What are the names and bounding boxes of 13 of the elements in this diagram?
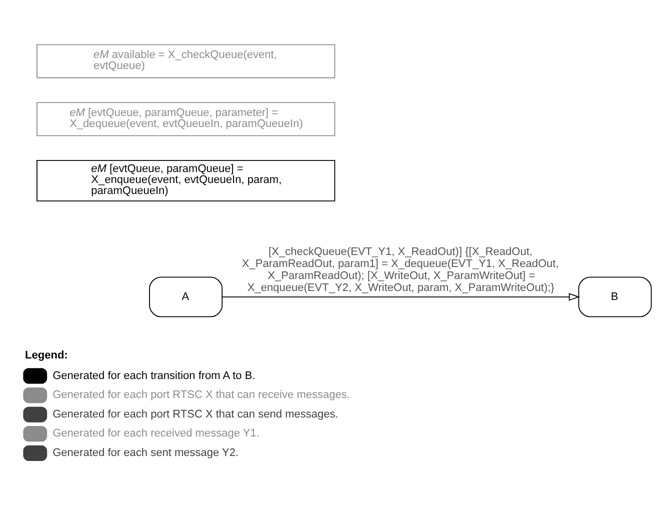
node-box: eM [evtQueue, paramQueue] = X_enqueue(event, evtQueueIn, param, paramQueueIn): [36, 160, 336, 202]
label: Legend:: [25, 350, 68, 362]
legend-label: Generated for each received message Y1.: [52, 428, 260, 440]
node-box: A: [149, 276, 223, 318]
node-box: B: [578, 276, 652, 318]
legend-label: Generated for each transition from A to B.: [52, 370, 256, 382]
legend-label: Generated for each port RTSC X that can send messages.: [52, 408, 338, 420]
node-box: eM available = X_checkQueue(event, evtQueue): [36, 44, 336, 78]
legend-label: Generated for each port RTSC X that can receive messages.: [52, 389, 350, 402]
legend-label: Generated for each sent message Y2.: [52, 447, 239, 460]
edge-label: [X_checkQueue(EVT_Y1, X_ReadOut)] {[X_ReadOut, X_ParamReadOut, param1] = X_dequeue(EVT_Y1, X_ReadOut, X_ParamReadOut); [X_WriteOut, X_ParamWriteOut] = X_enqueue(EVT_Y2, X_WriteOut, param, X_ParamWriteOut);}: [242, 246, 559, 294]
node-box: eM [evtQueue, paramQueue, parameter] = X_dequeue(event, evtQueueIn, paramQueueIn): [36, 102, 336, 136]
arrow: [222, 293, 580, 301]
